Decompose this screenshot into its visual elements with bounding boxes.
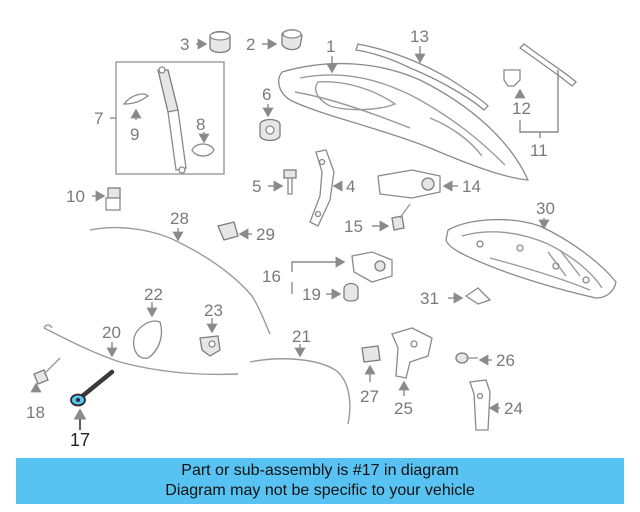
info-banner: Part or sub-assembly is #17 in diagram D…: [16, 458, 624, 504]
callout-3: 3: [180, 35, 189, 54]
callout-22: 22: [144, 285, 163, 304]
callout-27: 27: [360, 387, 379, 406]
callout-16: 16: [262, 267, 281, 286]
hood-panel: [278, 62, 530, 181]
callout-4: 4: [346, 177, 355, 196]
callout-24: 24: [504, 399, 523, 418]
banner-line-2: Diagram may not be specific to your vehi…: [165, 482, 475, 499]
callout-26: 26: [496, 351, 515, 370]
callout-7: 7: [94, 109, 103, 128]
callout-19: 19: [302, 285, 321, 304]
callout-8: 8: [196, 115, 205, 134]
callout-25: 25: [394, 399, 413, 418]
callout-29: 29: [256, 225, 275, 244]
callout-30: 30: [536, 199, 555, 218]
callout-21: 21: [292, 327, 311, 346]
callout-12: 12: [512, 99, 531, 118]
part-17-bolt[interactable]: [70, 369, 115, 407]
callout-2: 2: [246, 35, 255, 54]
callout-23: 23: [204, 301, 223, 320]
callout-14: 14: [462, 177, 481, 196]
callout-20: 20: [102, 323, 121, 342]
callout-17: 17: [70, 430, 90, 450]
callout-6: 6: [262, 85, 271, 104]
callout-11: 11: [530, 141, 548, 160]
callout-31: 31: [420, 289, 439, 308]
callout-15: 15: [344, 217, 363, 236]
callout-18: 18: [26, 403, 45, 422]
callout-13: 13: [410, 27, 429, 46]
hood-insulator: [445, 218, 617, 299]
callout-9: 9: [130, 125, 139, 144]
callout-1: 1: [326, 37, 335, 56]
callout-28: 28: [170, 209, 189, 228]
callout-10: 10: [66, 187, 85, 206]
callout-5: 5: [252, 177, 261, 196]
banner-line-1: Part or sub-assembly is #17 in diagram: [181, 462, 459, 479]
